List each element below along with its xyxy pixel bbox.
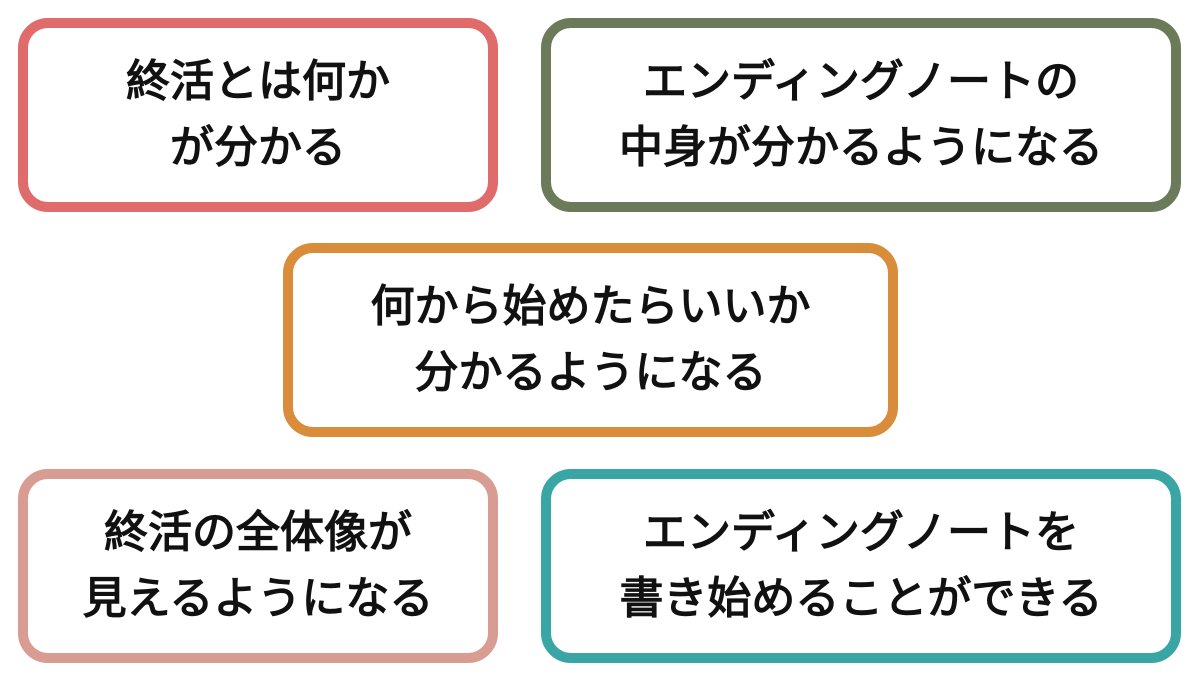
card-line: 分かるようになる [414,347,767,398]
card-where-to-start: 何から始めたらいいか 分かるようになる [283,243,898,437]
card-text: 終活の全体像が 見えるようになる [83,500,434,632]
card-overall-picture: 終活の全体像が 見えるようになる [18,469,498,663]
card-line: 中身が分かるようになる [619,122,1103,173]
card-start-writing: エンディングノートを 書き始めることができる [541,469,1181,663]
card-what-is-shukatsu: 終活とは何か が分かる [18,18,498,212]
card-line: エンディングノートを [642,507,1080,558]
card-ending-note-contents: エンディングノートの 中身が分かるようになる [541,18,1181,212]
card-line: 見えるようになる [82,573,434,624]
card-line: が分かる [170,122,346,173]
card-text: エンディングノートを 書き始めることができる [619,500,1102,632]
card-line: 書き始めることができる [619,573,1103,624]
card-text: 何から始めたらいいか 分かるようになる [371,274,811,406]
card-line: 終活の全体像が [104,507,412,558]
card-text: 終活とは何か が分かる [126,49,390,181]
card-line: 何から始めたらいいか [370,281,811,332]
card-line: 終活とは何か [126,56,390,107]
card-text: エンディングノートの 中身が分かるようになる [619,49,1103,181]
card-line: エンディングノートの [642,56,1080,107]
